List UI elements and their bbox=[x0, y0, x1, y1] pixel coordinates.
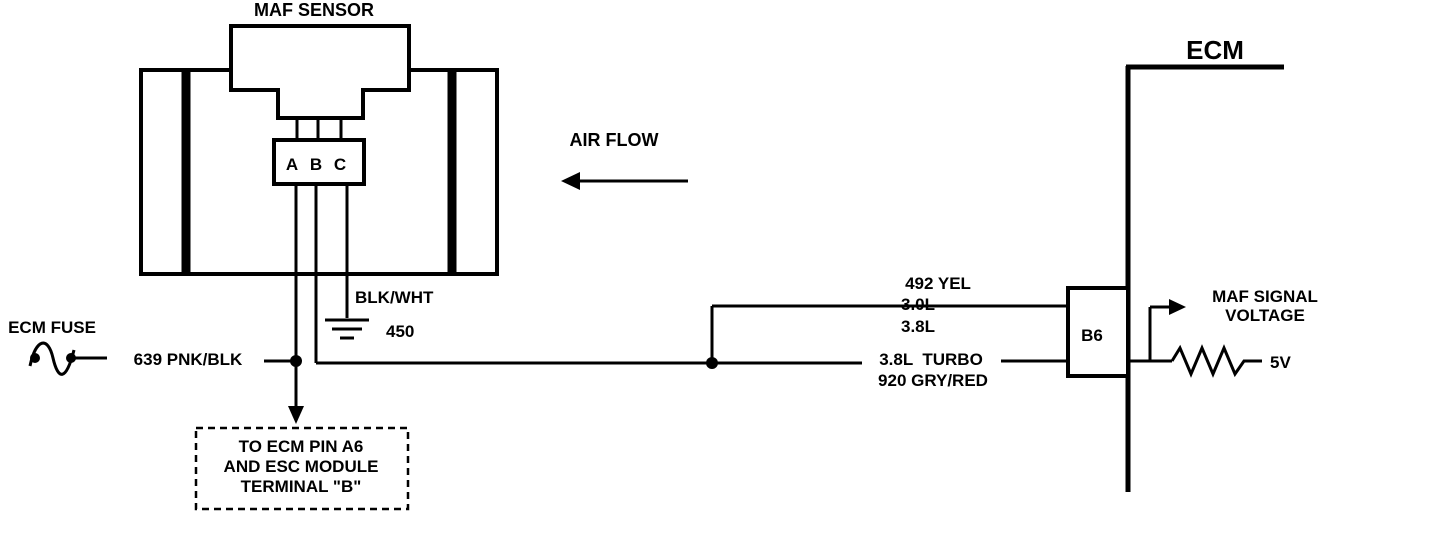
maf-sensor-top-block bbox=[229, 24, 411, 120]
to-ecm-line-2: AND ESC MODULE bbox=[224, 457, 379, 476]
air-flow-indicator: AIR FLOW bbox=[561, 130, 688, 190]
maf-sensor-title: MAF SENSOR bbox=[254, 0, 374, 20]
signal-splice bbox=[706, 357, 718, 369]
maf-sensor: MAF SENSOR A B C bbox=[139, 0, 499, 276]
ecm-signal-arrow-head bbox=[1169, 299, 1186, 315]
signal-circuit: 492 YEL 3.0L 3.8L 3.8L TURBO 920 GRY/RED bbox=[314, 184, 1068, 390]
to-ecm-box: TO ECM PIN A6 AND ESC MODULE TERMINAL "B… bbox=[194, 426, 410, 511]
pull-up-resistor bbox=[1170, 344, 1262, 378]
air-flow-arrow-head bbox=[561, 172, 580, 190]
signal-upper-line-1: 492 YEL bbox=[905, 274, 971, 293]
ecm-fuse-wire-label: 639 PNK/BLK bbox=[134, 350, 243, 369]
maf-pin-a: A bbox=[286, 155, 298, 174]
air-flow-label: AIR FLOW bbox=[570, 130, 659, 150]
signal-lower-line-1: 3.8L TURBO bbox=[879, 350, 983, 369]
ecm-fuse-circuit: ECM FUSE 639 PNK/BLK bbox=[8, 184, 304, 424]
ecm-fuse-label: ECM FUSE bbox=[8, 318, 96, 337]
maf-signal-label-2: VOLTAGE bbox=[1225, 306, 1305, 325]
signal-upper-line-2: 3.0L bbox=[901, 295, 935, 314]
maf-pin-c: C bbox=[334, 155, 346, 174]
ecm-terminal-label: B6 bbox=[1081, 326, 1103, 345]
ground-circuit: BLK/WHT 450 bbox=[325, 184, 434, 341]
pin-a-down-arrow bbox=[288, 406, 304, 424]
ecm-terminal-box bbox=[1066, 286, 1130, 378]
pin-a-splice bbox=[290, 355, 302, 367]
maf-pin-connector bbox=[272, 138, 366, 186]
maf-signal-label-1: MAF SIGNAL bbox=[1212, 287, 1318, 306]
ecm: ECM B6 MAF SIGNAL VOLTAGE 5V bbox=[1066, 35, 1318, 492]
signal-upper-line-3: 3.8L bbox=[901, 317, 935, 336]
to-ecm-dashed-box bbox=[194, 426, 410, 511]
ground-circuit-number: 450 bbox=[386, 322, 414, 341]
signal-lower-line-2: 920 GRY/RED bbox=[878, 371, 988, 390]
to-ecm-line-3: TERMINAL "B" bbox=[241, 477, 362, 496]
ground-wire-label: BLK/WHT bbox=[355, 288, 434, 307]
ecm-title: ECM bbox=[1186, 35, 1244, 65]
maf-pin-b: B bbox=[310, 155, 322, 174]
fuse-icon bbox=[28, 341, 76, 376]
reference-voltage: 5V bbox=[1270, 353, 1291, 372]
to-ecm-line-1: TO ECM PIN A6 bbox=[239, 437, 364, 456]
